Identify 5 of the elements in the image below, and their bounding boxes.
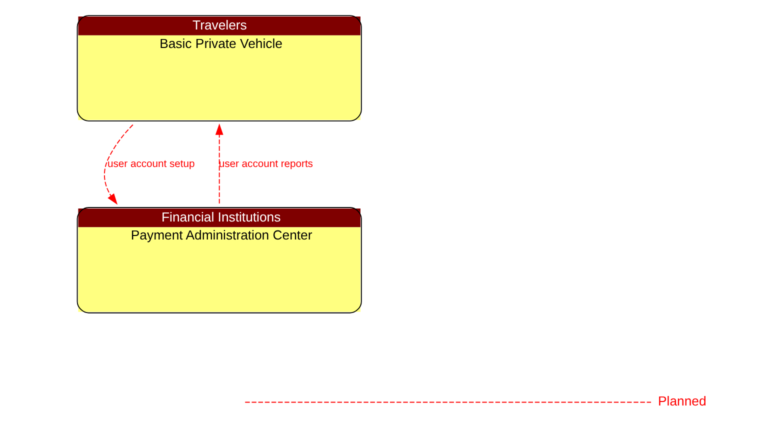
edge-label: user account setup <box>107 158 195 170</box>
edge-label: user account reports <box>218 158 313 170</box>
legend-label: Planned <box>658 394 706 409</box>
arrow <box>215 124 224 204</box>
arrow <box>104 124 134 205</box>
